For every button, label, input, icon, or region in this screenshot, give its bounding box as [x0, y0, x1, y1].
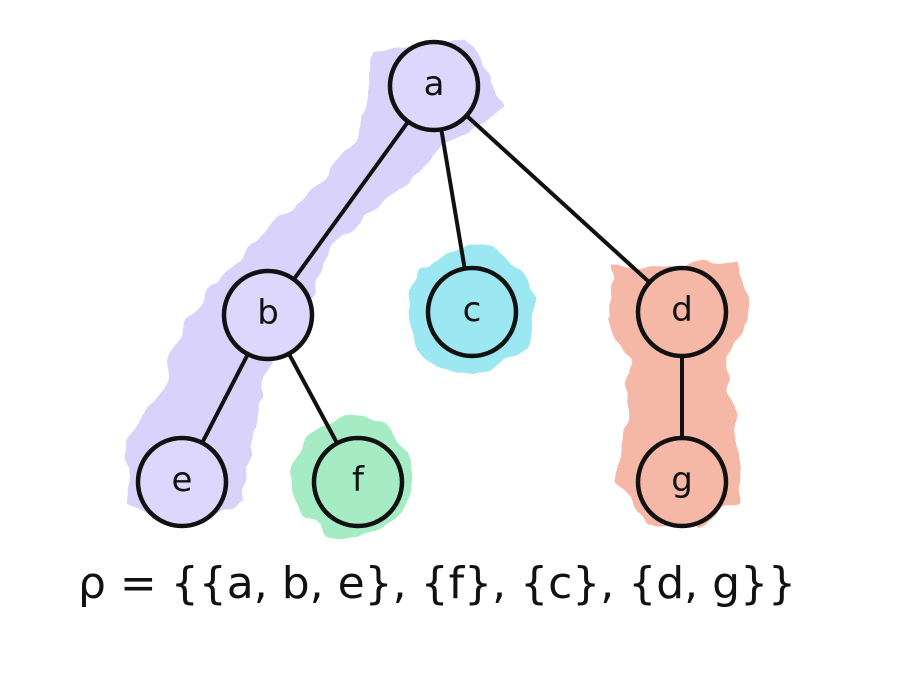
node-label-f: f: [352, 460, 365, 500]
node-label-g: g: [671, 460, 693, 500]
node-d: d: [635, 265, 729, 359]
edge-a-b: [266, 84, 436, 317]
node-b: b: [221, 268, 315, 362]
node-circle-d: [635, 265, 729, 359]
node-circle-g: [635, 435, 729, 529]
node-c: c: [425, 265, 519, 359]
node-label-d: d: [671, 290, 693, 330]
node-circle-f: [311, 435, 405, 529]
node-circle-e: [135, 435, 229, 529]
node-a: a: [387, 39, 481, 133]
node-label-c: c: [463, 290, 482, 330]
edge-a-d: [432, 84, 684, 314]
node-g: g: [635, 435, 729, 529]
node-circle-c: [425, 265, 519, 359]
node-label-e: e: [172, 460, 193, 500]
node-circle-b: [221, 268, 315, 362]
node-circle-a: [387, 39, 481, 133]
node-label-a: a: [424, 64, 445, 104]
node-e: e: [135, 435, 229, 529]
tree-nodes: a b c d e f g: [135, 39, 729, 529]
partition-formula: ρ = {{a, b, e}, {f}, {c}, {d, g}}: [78, 558, 796, 609]
node-label-b: b: [257, 293, 279, 333]
node-f: f: [311, 435, 405, 529]
